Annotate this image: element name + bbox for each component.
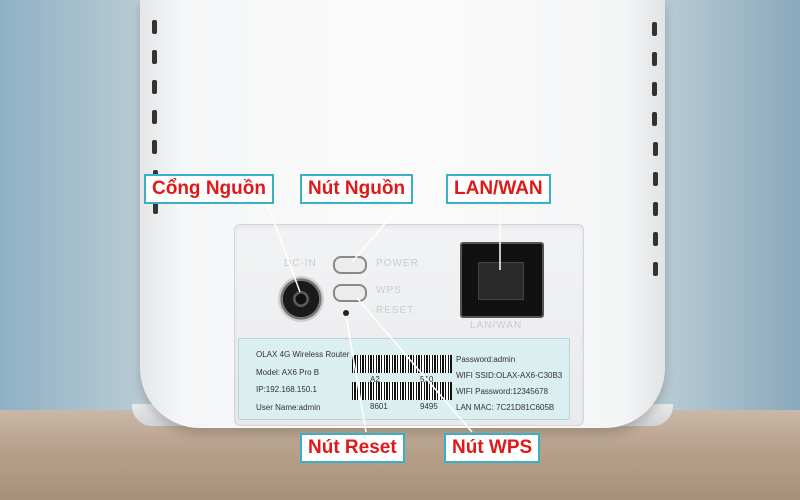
leader-line-wps <box>356 297 473 433</box>
reset-pinhole[interactable] <box>343 310 349 316</box>
vent-slot <box>653 232 658 246</box>
vent-slot <box>152 110 157 124</box>
dc-power-port[interactable] <box>278 276 324 322</box>
lan-wan-port-socket <box>478 262 524 300</box>
power-button[interactable] <box>333 256 367 274</box>
callout-power-port: Cổng Nguồn <box>144 174 274 204</box>
vent-slot <box>652 82 657 96</box>
vent-slot <box>653 172 658 186</box>
callout-reset-button: Nút Reset <box>300 433 405 463</box>
ip-text: IP:192.168.150.1 <box>256 385 317 394</box>
vent-slot <box>152 140 157 154</box>
leader-line-power-button <box>351 199 406 263</box>
vent-slot <box>152 80 157 94</box>
wifi-password-text: WIFI Password:12345678 <box>456 387 549 396</box>
vent-slot <box>652 112 657 126</box>
model-text: Model: AX6 Pro B <box>256 368 320 377</box>
vent-slot <box>653 262 658 276</box>
wps-marking: WPS <box>376 285 402 296</box>
vent-slot <box>653 142 658 156</box>
device-info-sticker <box>238 338 570 420</box>
leader-line-reset <box>345 315 367 433</box>
callout-power-button: Nút Nguồn <box>300 174 414 204</box>
vent-slot <box>153 200 158 214</box>
leader-line-power-port <box>265 199 301 293</box>
wifi-ssid-text: WIFI SSID:OLAX-AX6-C30B3 <box>456 371 563 380</box>
power-marking: POWER <box>376 258 419 269</box>
lan-mac-text: LAN MAC: 7C21D81C605B <box>456 403 555 412</box>
vent-slot <box>152 20 157 34</box>
callout-lan-wan: LAN/WAN <box>446 174 551 204</box>
barcode-1 <box>352 355 452 373</box>
lan-marking: LAN/WAN <box>470 320 523 331</box>
barcode-2-left: 8601 <box>370 402 388 411</box>
username-text: User Name:admin <box>256 403 321 412</box>
reset-marking: RESET <box>376 305 415 316</box>
dc-marking: DC-IN <box>284 258 317 269</box>
vent-slot <box>653 202 658 216</box>
barcode-1-left: A2 <box>370 375 380 384</box>
barcode-2 <box>352 382 452 400</box>
vent-slot <box>652 52 657 66</box>
callout-wps-button: Nút WPS <box>444 433 541 463</box>
vent-slot <box>652 22 657 36</box>
router-name: OLAX 4G Wireless Router <box>256 350 350 359</box>
wps-button[interactable] <box>333 284 367 302</box>
password-text: Password:admin <box>456 355 516 364</box>
vent-slot <box>152 50 157 64</box>
barcode-2-right: 9495 <box>420 402 438 411</box>
